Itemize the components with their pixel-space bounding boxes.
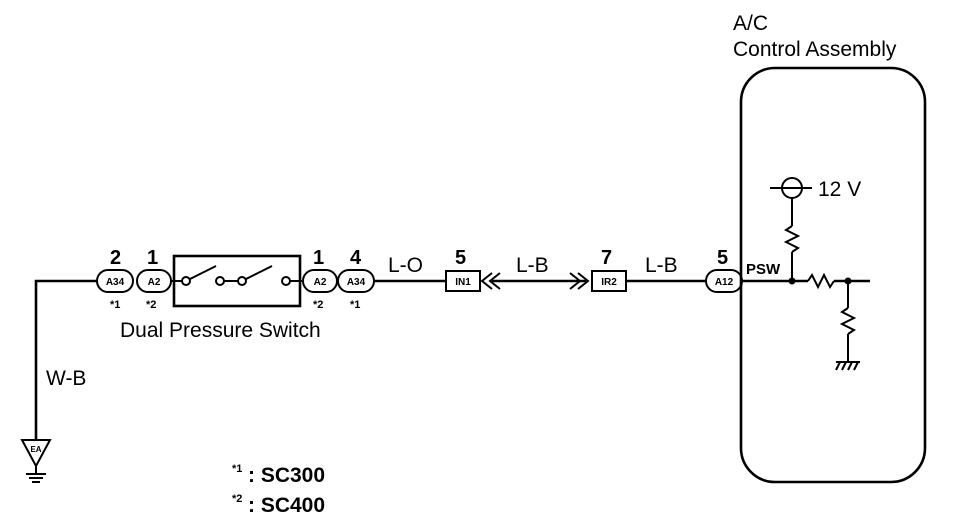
pin-ir2: 7	[601, 247, 612, 269]
connector-left-a2-label: A2	[148, 277, 161, 288]
connector-in1-label: IN1	[455, 277, 471, 288]
pin-right-a34: 4	[350, 247, 362, 269]
psw-terminal-label: PSW	[746, 261, 781, 278]
pullup-resistor	[783, 225, 801, 253]
footnote-2-text: : SC400	[248, 494, 325, 517]
note-left-a34: *1	[110, 299, 120, 311]
connector-ir2	[591, 270, 627, 292]
in1-arrow-icon	[480, 272, 493, 290]
pin-left-a34: 2	[110, 247, 121, 269]
wire-label-lb-2: L-B	[645, 254, 678, 277]
wire-wb	[34, 279, 97, 440]
pin-right-a2: 1	[313, 247, 324, 269]
connector-a12-label: A12	[715, 277, 734, 288]
footnote-2-mark: *2	[232, 493, 242, 505]
note-right-a2: *2	[313, 299, 323, 311]
wire-label-lo: L-O	[388, 254, 423, 277]
connector-left-a34-label: A34	[106, 277, 125, 288]
switch-contacts-icon	[181, 265, 303, 286]
ground-point-icon	[20, 439, 52, 469]
ir2-arrow-icon	[577, 272, 590, 290]
connector-right-a34-label: A34	[347, 277, 366, 288]
voltage-label: 12 V	[818, 178, 861, 201]
ac-title-line1: A/C	[733, 12, 768, 35]
connector-right-a2-label: A2	[314, 277, 327, 288]
series-resistor	[807, 272, 835, 290]
pin-a12: 5	[717, 247, 728, 269]
dual-pressure-switch-label: Dual Pressure Switch	[120, 319, 321, 342]
note-right-a34: *1	[350, 299, 360, 311]
ground-point-label: EA	[30, 445, 41, 454]
pulldown-resistor	[839, 307, 857, 335]
wire-label-wb: W-B	[46, 367, 86, 390]
in1-arrow-icon-2	[488, 272, 501, 290]
footnote-1-text: : SC300	[248, 464, 325, 487]
note-left-a2: *2	[146, 299, 156, 311]
connector-ir2-label: IR2	[601, 277, 617, 288]
earth-ground-icon	[26, 473, 46, 483]
footnote-1-mark: *1	[232, 463, 242, 475]
chassis-ground-icon	[835, 361, 860, 371]
pin-left-a2: 1	[147, 247, 158, 269]
pin-in1: 5	[455, 247, 466, 269]
ac-title-line2: Control Assembly	[733, 38, 897, 61]
wire-label-lb-1: L-B	[516, 254, 549, 277]
